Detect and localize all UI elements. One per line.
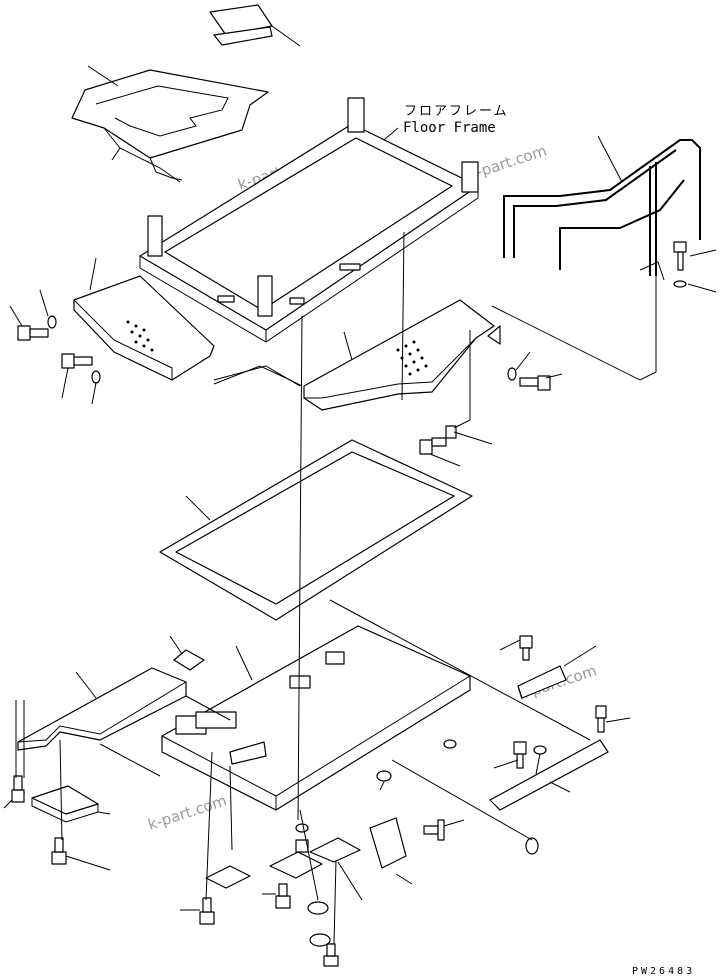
bracket-left xyxy=(31,785,111,823)
bolt-upper-right xyxy=(673,241,717,293)
bolts-bottom-left xyxy=(3,775,291,925)
right-side-cover xyxy=(303,299,501,411)
drawing-code: PW26483 xyxy=(632,966,695,977)
watermark-4: k-part.com xyxy=(146,791,229,833)
title-japanese: フロアフレーム xyxy=(404,104,509,119)
gasket-frame xyxy=(159,439,473,621)
leader-lines xyxy=(15,231,657,945)
floor-mat xyxy=(71,65,269,183)
small-cover-plate xyxy=(209,4,301,47)
left-side-cover xyxy=(73,257,301,387)
center-lower-parts xyxy=(205,739,465,967)
bolts-right xyxy=(419,330,563,467)
floor-frame xyxy=(139,97,479,343)
floor-plate xyxy=(161,625,471,811)
title-english: Floor Frame xyxy=(403,120,496,136)
right-lower-plates xyxy=(489,635,631,855)
small-square-gasket xyxy=(169,635,205,671)
handrail xyxy=(503,135,701,281)
left-lower-cover xyxy=(17,667,187,751)
bolts-left xyxy=(9,289,101,405)
